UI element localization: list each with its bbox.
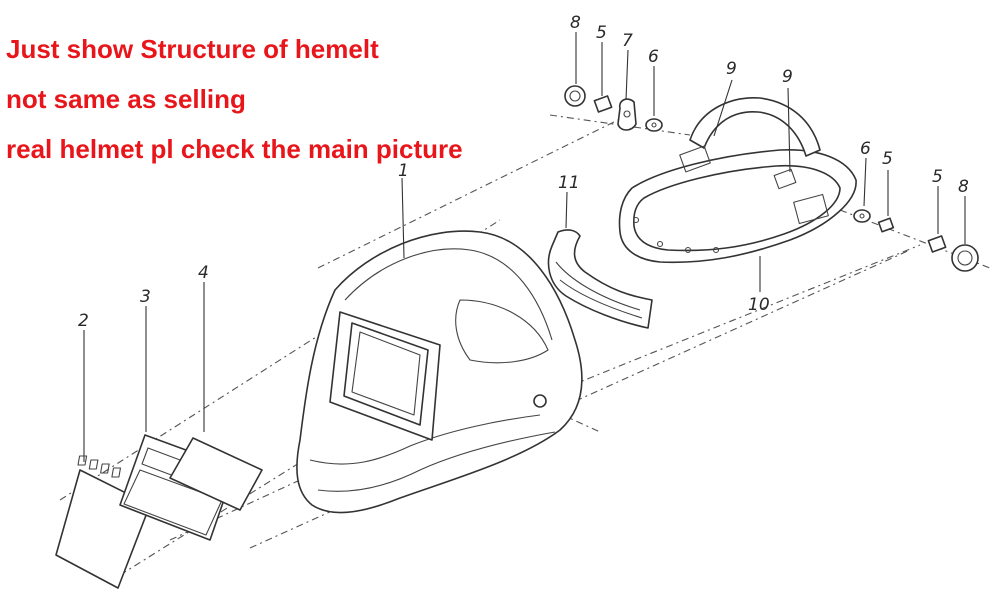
notice-line-1: Just show Structure of hemelt (6, 34, 379, 64)
callout-5-right-2: 5 (932, 167, 943, 187)
notice-line-2: not same as selling (6, 84, 246, 114)
inner-cover-lens (169, 282, 263, 511)
washer-square-left (593, 42, 613, 113)
callout-2: 2 (78, 311, 89, 331)
leader-9-left (713, 79, 733, 137)
leader-9-right (787, 87, 791, 173)
helmet-shell (296, 177, 583, 514)
filter-cartridge-cells (77, 455, 122, 478)
callout-10: 10 (748, 295, 770, 315)
washer-round-right (853, 157, 871, 223)
axis-knob-left (317, 117, 623, 269)
callout-5-left: 5 (596, 23, 607, 43)
headband-harness (618, 97, 857, 292)
callout-9-right: 9 (782, 67, 793, 87)
callout-3: 3 (140, 287, 151, 307)
callout-1: 1 (398, 161, 409, 181)
axis-lens-top (59, 219, 501, 501)
harness-slot-left (679, 145, 711, 173)
notice-line-3: real helmet pl check the main picture (6, 134, 463, 164)
callout-8-right: 8 (958, 177, 969, 197)
harness-slot-right (793, 193, 829, 225)
washer-round-left (645, 66, 663, 132)
harness-ratchet (773, 168, 797, 190)
left-knob-assembly (564, 32, 663, 132)
washer-square-right-2 (927, 186, 947, 253)
axis-knob-right-parts (839, 209, 991, 269)
callout-8-left: 8 (570, 13, 581, 33)
harness-holes (632, 216, 720, 254)
callout-6-right: 6 (860, 139, 871, 159)
callout-numbers: 1 2 3 4 5 5 5 6 6 7 8 8 9 9 10 11 (78, 13, 969, 331)
knob-right (951, 196, 979, 272)
axis-knob-right (539, 244, 921, 399)
callout-7: 7 (622, 31, 633, 51)
knob-left (564, 32, 586, 107)
callout-5-right-1: 5 (882, 149, 893, 169)
sweatband (547, 191, 653, 329)
callout-6-left: 6 (648, 47, 659, 67)
washer-square-right-1 (877, 170, 895, 233)
callout-11: 11 (558, 173, 580, 193)
right-knob-assembly (853, 157, 979, 272)
callout-4: 4 (198, 263, 209, 283)
callout-9-left: 9 (726, 59, 737, 79)
pivot-plate (617, 49, 637, 131)
